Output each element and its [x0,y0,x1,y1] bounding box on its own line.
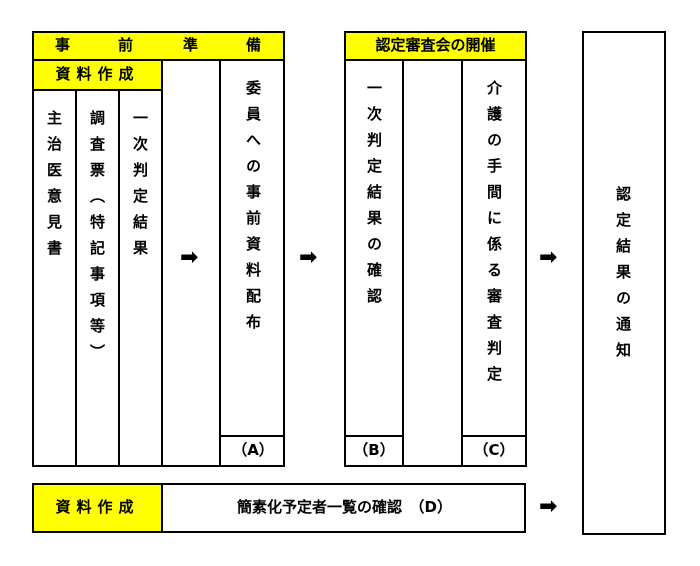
arrow-right-icon: ➡ [299,245,318,270]
prep-col-2-text: 調査票（特記事項等） [88,110,106,370]
prep-divider-right [219,59,221,467]
prep-a-divider [219,435,285,437]
bottom-label-box [32,483,163,533]
prep-subheader-text: 資料作成 [55,65,140,83]
bottom-label-text: 資料作成 [55,498,140,516]
meeting-col-2-text: 介護の手間に係る審査判定 [485,80,503,392]
prep-col-4-text: 委員への事前資料配布 [244,80,262,340]
prep-group [32,31,285,467]
prep-divider-left [161,59,163,467]
meeting-group [344,31,527,467]
prep-header [32,31,285,61]
prep-header-char-2: 前 [118,36,134,54]
prep-header-char-4: 備 [246,36,262,54]
prep-col-3-text: 一次判定結果 [131,110,149,266]
label-c: （C） [473,441,515,459]
prep-col-1-text: 主治医意見書 [45,110,63,266]
label-b: （B） [353,441,395,459]
meeting-col-1-text: 一次判定結果の確認 [365,80,383,314]
result-text: 認定結果の通知 [614,186,632,368]
prep-subheader [32,59,163,91]
label-a: （A） [232,441,274,459]
arrow-right-icon: ➡ [539,494,558,519]
prep-col-divider-1 [75,89,77,467]
prep-header-char-1: 事 [55,36,71,54]
arrow-right-icon: ➡ [539,245,558,270]
bottom-text: 簡素化予定者一覧の確認 （D） [237,498,452,516]
meeting-header [344,31,527,61]
result-box [582,31,666,535]
meeting-b-divider [344,435,404,437]
prep-col-divider-2 [118,89,120,467]
prep-header-char-3: 準 [183,36,199,54]
meeting-header-text: 認定審査会の開催 [375,36,496,54]
meeting-divider-right [461,59,463,467]
meeting-c-divider [461,435,527,437]
arrow-right-icon: ➡ [180,245,199,270]
meeting-divider-left [402,59,404,467]
